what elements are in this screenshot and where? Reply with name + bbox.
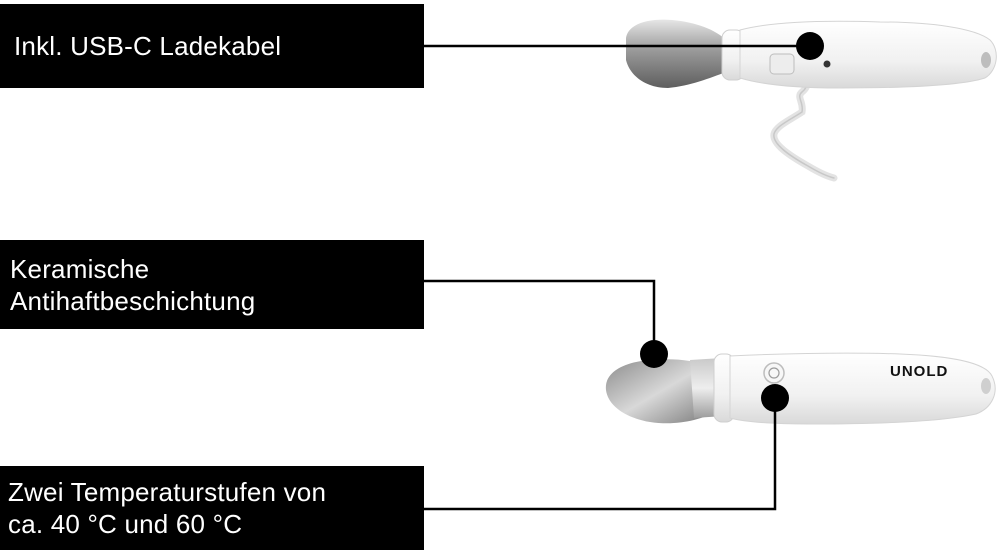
- ice-scoop-with-cable: [626, 19, 997, 182]
- scoop-handle-front: [729, 352, 996, 425]
- callout-temperature-levels-text: Zwei Temperaturstufen von ca. 40 °C und …: [8, 477, 327, 539]
- callout-usb-cable: Inkl. USB-C Ladekabel: [0, 4, 424, 88]
- callout-ceramic-coating-text: Keramische Antihaftbeschichtung: [10, 253, 256, 316]
- callout-ceramic-coating: Keramische Antihaftbeschichtung: [0, 240, 424, 329]
- callout-temperature-levels: Zwei Temperaturstufen von ca. 40 °C und …: [0, 466, 424, 550]
- callout-dots: [640, 32, 824, 412]
- callout-dot-ceramic: [640, 340, 668, 368]
- indicator-led: [823, 60, 831, 68]
- callout-usb-cable-text: Inkl. USB-C Ladekabel: [14, 31, 282, 61]
- leader-lines: [424, 44, 810, 511]
- temperature-button: [763, 362, 785, 384]
- charging-port: [769, 53, 795, 75]
- hanging-hole: [981, 52, 991, 68]
- leader-line-temperature: [424, 398, 777, 511]
- brand-logo: UNOLD: [890, 363, 948, 380]
- callout-dot-temperature: [761, 384, 789, 412]
- scoop-head-metal: [626, 19, 726, 88]
- hanging-hole-front: [981, 378, 991, 394]
- callout-dot-usb: [796, 32, 824, 60]
- scoop-bowl-metal: [605, 359, 716, 424]
- ice-scoop-front: UNOLD: [605, 352, 996, 425]
- leader-line-ceramic: [424, 279, 656, 354]
